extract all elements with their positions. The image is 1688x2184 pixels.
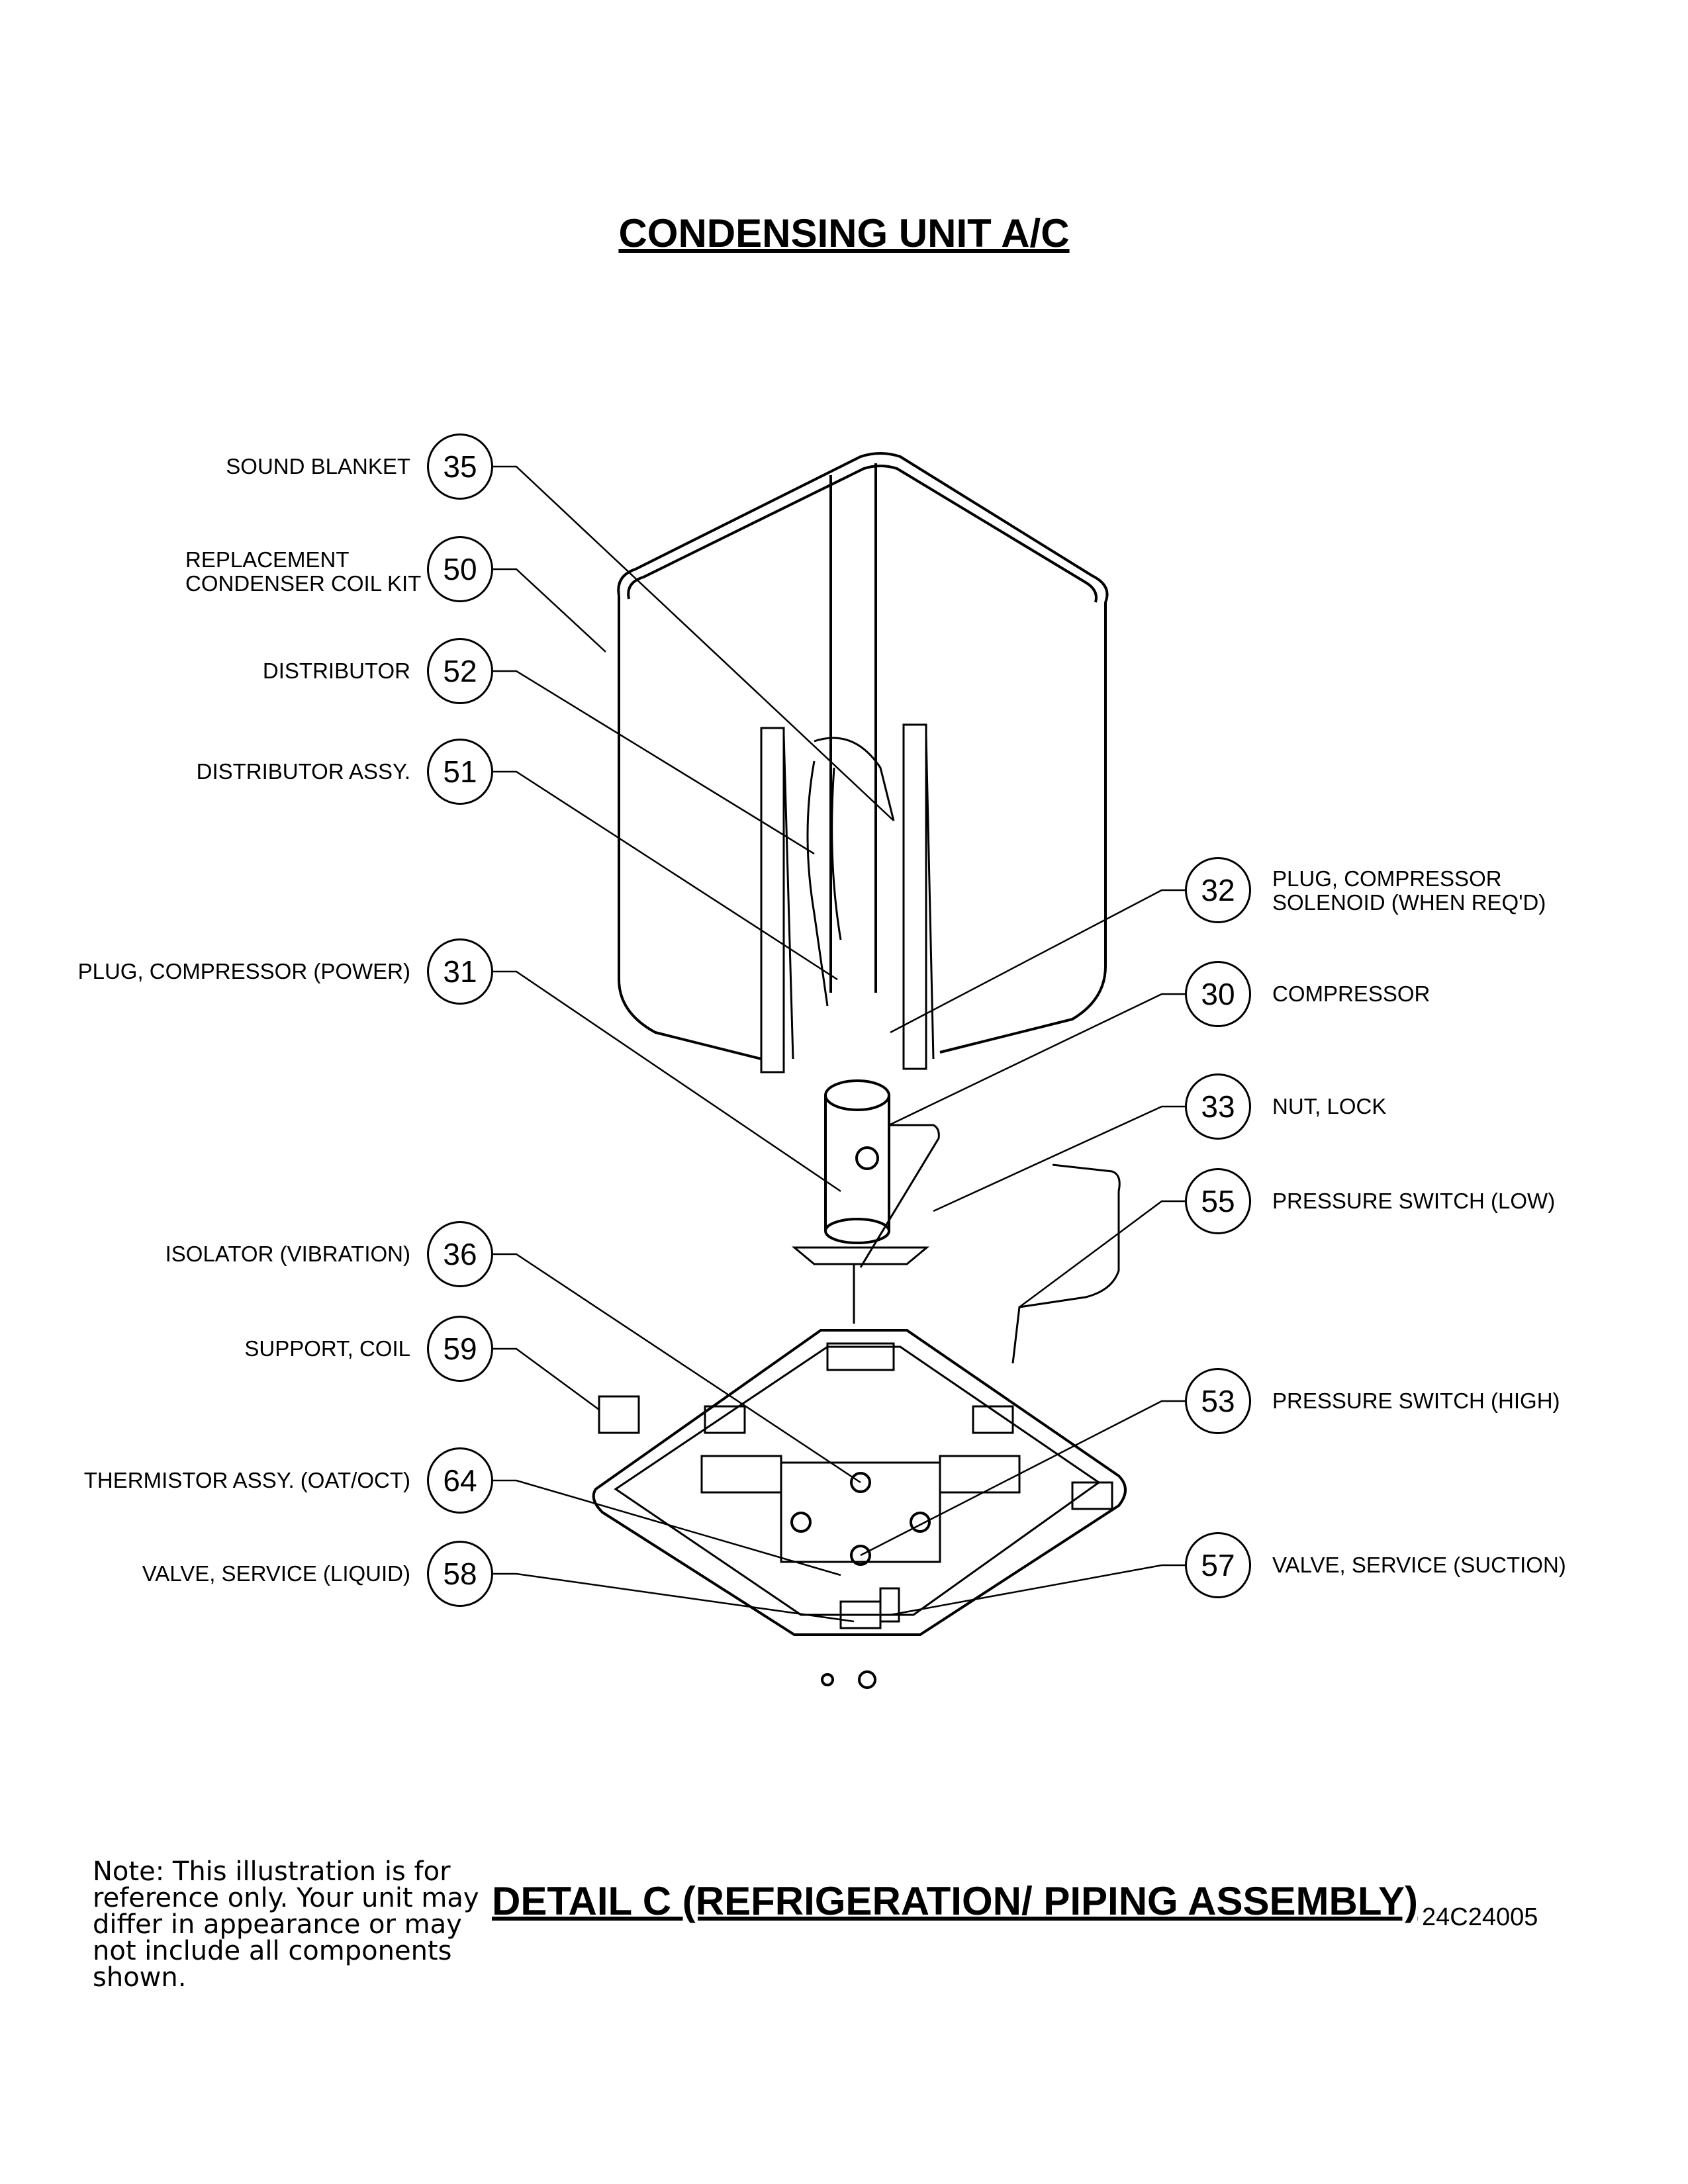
callout-52: 52 bbox=[427, 638, 493, 704]
label-valve-service-suction: VALVE, SERVICE (SUCTION) bbox=[1272, 1553, 1566, 1577]
pressure-switch-tube-illustration bbox=[1011, 1163, 1121, 1364]
label-thermistor-assy: THERMISTOR ASSY. (OAT/OCT) bbox=[83, 1468, 410, 1492]
document-number: 24C24005 bbox=[1422, 1903, 1538, 1931]
coil-support-illustration bbox=[598, 1395, 640, 1434]
label-replacement-condenser-coil-kit: REPLACEMENT CONDENSER COIL KIT bbox=[185, 547, 422, 596]
reference-note: Note: This illustration is for reference… bbox=[93, 1856, 479, 1993]
label-isolator-vibration: ISOLATOR (VIBRATION) bbox=[165, 1242, 410, 1266]
callout-30: 30 bbox=[1185, 961, 1251, 1027]
label-distributor-assy: DISTRIBUTOR ASSY. bbox=[196, 759, 410, 784]
callout-55: 55 bbox=[1185, 1168, 1251, 1234]
callout-59: 59 bbox=[427, 1316, 493, 1382]
label-nut-lock: NUT, LOCK bbox=[1272, 1094, 1387, 1118]
label-plug-compressor-power: PLUG, COMPRESSOR (POWER) bbox=[77, 959, 410, 983]
detail-title: DETAIL C (REFRIGERATION/ PIPING ASSEMBLY… bbox=[492, 1879, 1418, 1923]
callout-51: 51 bbox=[427, 739, 493, 805]
label-distributor: DISTRIBUTOR bbox=[262, 659, 410, 683]
label-compressor: COMPRESSOR bbox=[1272, 981, 1430, 1006]
callout-31: 31 bbox=[427, 938, 493, 1005]
leader-lines bbox=[493, 465, 1185, 1623]
callout-57: 57 bbox=[1185, 1532, 1251, 1598]
label-plug-compressor-solenoid: PLUG, COMPRESSOR SOLENOID (WHEN REQ'D) bbox=[1272, 866, 1546, 915]
base-pan-illustration bbox=[592, 1329, 1127, 1689]
page-title: CONDENSING UNIT A/C bbox=[618, 211, 1070, 255]
condenser-coil-illustration bbox=[617, 452, 1109, 1073]
callout-32: 32 bbox=[1185, 857, 1251, 923]
label-pressure-switch-low: PRESSURE SWITCH (LOW) bbox=[1272, 1189, 1556, 1213]
label-sound-blanket: SOUND BLANKET bbox=[226, 454, 410, 478]
callout-58: 58 bbox=[427, 1541, 493, 1607]
compressor-illustration bbox=[791, 1079, 940, 1324]
label-valve-service-liquid: VALVE, SERVICE (LIQUID) bbox=[142, 1561, 410, 1586]
label-pressure-switch-high: PRESSURE SWITCH (HIGH) bbox=[1272, 1388, 1560, 1413]
callout-64: 64 bbox=[427, 1447, 493, 1514]
callout-53: 53 bbox=[1185, 1368, 1251, 1434]
callout-50: 50 bbox=[427, 536, 493, 602]
callout-35: 35 bbox=[427, 433, 493, 500]
callout-33: 33 bbox=[1185, 1073, 1251, 1140]
callout-36: 36 bbox=[427, 1221, 493, 1287]
label-support-coil: SUPPORT, COIL bbox=[244, 1336, 410, 1361]
